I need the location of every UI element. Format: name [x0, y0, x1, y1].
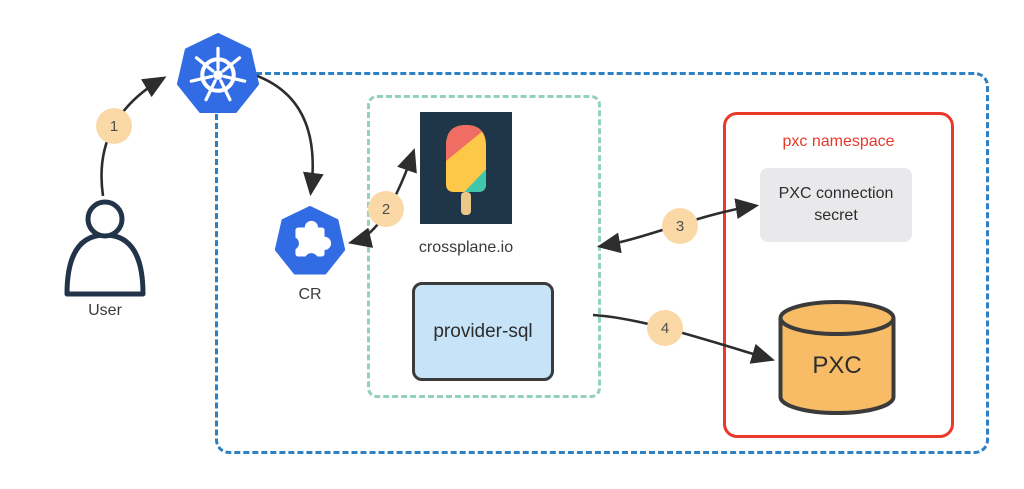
provider-sql-box: provider-sql [412, 282, 554, 381]
user-label: User [88, 302, 122, 319]
step-badge-3: 3 [662, 208, 698, 244]
crossplane-label: crossplane.io [418, 239, 514, 256]
arrow-kubernetes-to-cr [251, 72, 324, 197]
user-icon [64, 199, 146, 297]
step-badge-1-label: 1 [109, 117, 119, 135]
step-badge-2-label: 2 [381, 200, 391, 218]
pxc-namespace-label: pxc namespace [782, 133, 895, 150]
crossplane-logo-icon [420, 112, 512, 224]
pxc-database-label: PXC [812, 352, 861, 379]
step-badge-4-label: 4 [660, 319, 670, 337]
step-badge-4: 4 [647, 310, 683, 346]
step-badge-3-label: 3 [675, 217, 685, 235]
cluster-container [215, 72, 989, 454]
cr-label: CR [298, 286, 322, 303]
step-badge-1: 1 [96, 108, 132, 144]
pxc-database-icon: PXC [778, 300, 896, 415]
cr-icon [274, 206, 346, 275]
pxc-secret-box: PXC connection secret [760, 168, 912, 242]
pxc-secret-label: PXC connection secret [778, 185, 894, 224]
provider-sql-label: provider-sql [433, 320, 533, 342]
step-badge-2: 2 [368, 191, 404, 227]
kubernetes-icon [176, 33, 260, 113]
